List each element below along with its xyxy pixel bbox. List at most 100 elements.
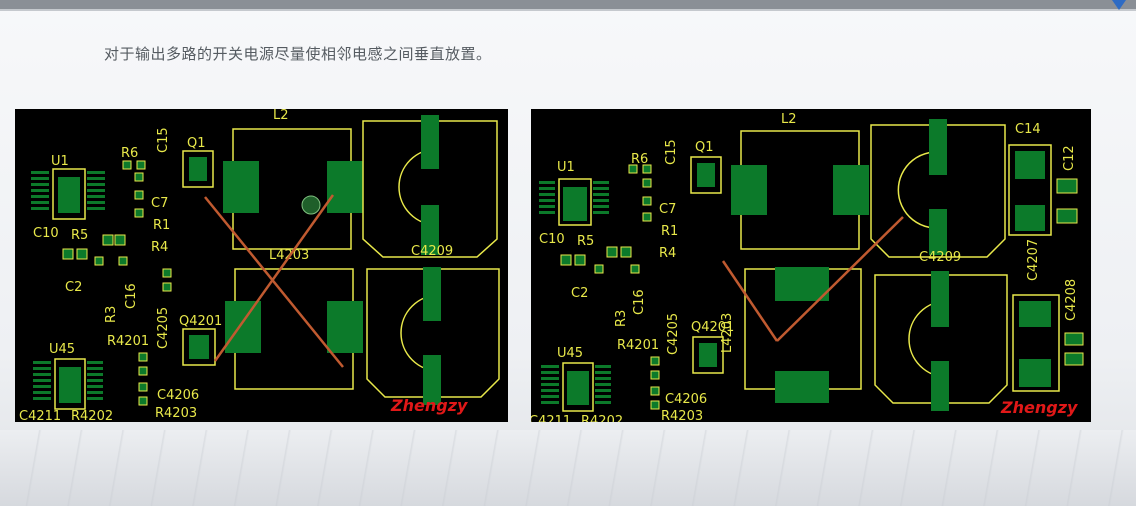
label-r4202: R4202 bbox=[71, 409, 113, 422]
c12-pad-2 bbox=[1056, 208, 1078, 224]
label-c4206: C4206 bbox=[665, 392, 707, 407]
label-u45: U45 bbox=[557, 346, 583, 361]
u45-pad bbox=[567, 371, 589, 405]
cap-bottom-pad-2 bbox=[931, 361, 949, 411]
label-r4202: R4202 bbox=[581, 414, 623, 422]
l2-pad-right bbox=[833, 165, 869, 215]
cursor-marker bbox=[301, 195, 321, 215]
c4209-top-pad-1 bbox=[929, 119, 947, 175]
corner-arrow-icon bbox=[1112, 0, 1126, 10]
c4208-pad-1 bbox=[1019, 301, 1051, 327]
label-r3: R3 bbox=[614, 310, 629, 327]
label-c4205: C4205 bbox=[156, 307, 171, 349]
label-c10: C10 bbox=[539, 232, 565, 247]
pcb-image-left: U1 R6 C15 Q1 C7 R1 R4 C10 R5 C2 R3 bbox=[15, 109, 508, 422]
l4203-pad-left bbox=[225, 301, 261, 353]
q1-pad bbox=[189, 157, 207, 181]
label-q1: Q1 bbox=[695, 140, 714, 155]
u45-pad bbox=[59, 367, 81, 403]
cap-bottom-arc bbox=[400, 294, 440, 372]
label-u1: U1 bbox=[557, 160, 575, 175]
cap-bottom-outline bbox=[366, 268, 500, 398]
u1-outline bbox=[52, 168, 86, 220]
l2-pad-left bbox=[731, 165, 767, 215]
u45-outline bbox=[562, 362, 594, 412]
c14-pad-1 bbox=[1015, 151, 1045, 179]
label-c7: C7 bbox=[659, 202, 676, 217]
label-r1: R1 bbox=[661, 224, 678, 239]
label-c7: C7 bbox=[151, 196, 168, 211]
cross-line-2 bbox=[213, 194, 335, 362]
label-c4209: C4209 bbox=[919, 250, 961, 265]
u1-pins bbox=[31, 171, 105, 210]
label-u1: U1 bbox=[51, 154, 69, 169]
label-r3: R3 bbox=[104, 306, 119, 323]
c12-pad-1 bbox=[1056, 178, 1078, 194]
q4201-outline bbox=[692, 336, 724, 374]
q4201-pad bbox=[699, 343, 717, 367]
label-c4211: C4211 bbox=[19, 409, 61, 422]
watermark-right: Zhengzy bbox=[1000, 398, 1078, 417]
c4208-pad-2 bbox=[1019, 359, 1051, 387]
cap-bottom-pad-1 bbox=[931, 271, 949, 327]
v-line-2 bbox=[776, 216, 904, 342]
label-l2: L2 bbox=[781, 112, 797, 127]
top-bar bbox=[0, 0, 1136, 9]
c4209-top-arc bbox=[398, 148, 438, 226]
c4208-side-pad-2 bbox=[1064, 352, 1084, 366]
u1-pad bbox=[563, 187, 587, 221]
label-q4201: Q4201 bbox=[179, 314, 222, 329]
label-c4208: C4208 bbox=[1064, 279, 1079, 321]
label-r4: R4 bbox=[659, 246, 676, 261]
label-c14: C14 bbox=[1015, 122, 1041, 137]
label-r4201: R4201 bbox=[107, 334, 149, 349]
l2-pad-left bbox=[223, 161, 259, 213]
l4203-pad-bottom bbox=[775, 371, 829, 403]
label-c2: C2 bbox=[65, 280, 82, 295]
pcb-layout-right: U1 R6 C15 Q1 C7 R1 R4 C10 R5 C2 R3 C16 C… bbox=[531, 112, 1084, 422]
label-r4: R4 bbox=[151, 240, 168, 255]
u45-outline bbox=[54, 358, 86, 410]
floor-background bbox=[0, 430, 1136, 506]
cap-bottom-arc bbox=[908, 300, 948, 378]
l2-pad-right bbox=[327, 161, 363, 213]
c4209-top-pad-2 bbox=[929, 209, 947, 255]
pcb-image-right: U1 R6 C15 Q1 C7 R1 R4 C10 R5 C2 R3 C16 C… bbox=[531, 109, 1091, 422]
label-c4211: C4211 bbox=[531, 414, 571, 422]
q4201-outline bbox=[182, 328, 216, 366]
c4208-outline bbox=[1012, 294, 1060, 392]
label-c16: C16 bbox=[632, 289, 647, 315]
u1-outline bbox=[558, 178, 592, 226]
pcb-layout-left: U1 R6 C15 Q1 C7 R1 R4 C10 R5 C2 R3 bbox=[19, 109, 500, 422]
label-r6: R6 bbox=[631, 152, 648, 167]
label-r4203: R4203 bbox=[661, 409, 703, 422]
c4209-top-outline bbox=[362, 120, 498, 258]
label-r6: R6 bbox=[121, 146, 138, 161]
c4209-top-pad-1 bbox=[421, 115, 439, 169]
label-c4209: C4209 bbox=[411, 244, 453, 259]
label-c4206: C4206 bbox=[157, 388, 199, 403]
l4203-pad-top bbox=[775, 267, 829, 301]
cap-bottom-pad-1 bbox=[423, 267, 441, 321]
label-c4207: C4207 bbox=[1026, 239, 1041, 281]
cap-bottom-pad-2 bbox=[423, 355, 441, 405]
label-c10: C10 bbox=[33, 226, 59, 241]
c4208-side-pad-1 bbox=[1064, 332, 1084, 346]
label-l2: L2 bbox=[273, 109, 289, 123]
q1-outline bbox=[182, 150, 214, 188]
label-r4201: R4201 bbox=[617, 338, 659, 353]
q1-outline bbox=[690, 156, 722, 194]
label-r4203: R4203 bbox=[155, 406, 197, 421]
cap-bottom-outline bbox=[874, 274, 1008, 404]
label-c15: C15 bbox=[156, 127, 171, 153]
u45-pins bbox=[33, 361, 103, 400]
v-line-1 bbox=[721, 260, 779, 342]
c4209-top-outline bbox=[870, 124, 1006, 258]
c14-outline bbox=[1008, 144, 1052, 236]
label-c16: C16 bbox=[124, 283, 139, 309]
label-u45: U45 bbox=[49, 342, 75, 357]
l4203-pad-right bbox=[327, 301, 363, 353]
label-r5: R5 bbox=[71, 228, 88, 243]
label-c4205: C4205 bbox=[666, 313, 681, 355]
